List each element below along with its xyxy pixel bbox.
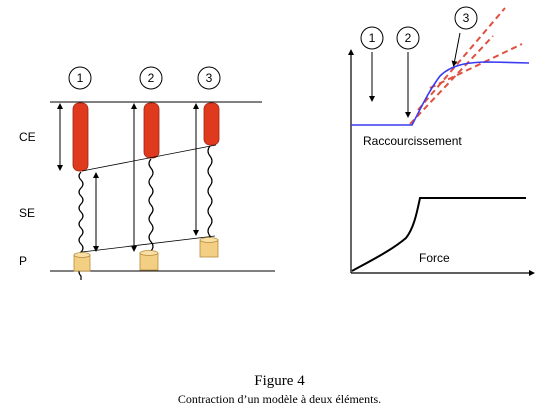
graph-marker-2: 2 [396,26,420,50]
p-load-3 [199,237,219,258]
marker-1: 1 [68,66,92,90]
ce-element-3 [203,102,220,146]
graph-marker-3: 3 [454,6,478,30]
marker-3-arrow [451,32,461,67]
left-model-diagram: 1 2 3 [50,66,275,280]
shortening-label: Raccourcissement [363,134,462,148]
ce-label: CE [19,130,36,144]
marker-2: 2 [139,66,163,90]
shortening-curve [351,61,530,126]
p-load-1 [73,252,91,272]
se-spring-2 [148,158,154,253]
se-label: SE [19,206,36,220]
figure-title: Figure 4 [254,373,305,389]
ce-element-1 [72,102,89,172]
marker-3: 3 [197,66,221,90]
marker-3-label: 3 [206,71,213,85]
tangent-dashed-3 [409,35,494,125]
force-curve [351,197,526,272]
p-load-2 [139,250,159,271]
graph-marker-3-label: 3 [463,11,470,25]
marker-1-label: 1 [77,71,84,85]
tangent-dashed-2 [429,43,523,89]
se-spring-3 [207,145,213,238]
force-label: Force [419,251,450,265]
p-label: P [19,254,28,268]
graph-marker-1-label: 1 [369,31,376,45]
graph-marker-2-label: 2 [405,31,412,45]
graph-marker-1: 1 [360,26,384,50]
ce-element-2 [143,102,160,159]
marker-2-label: 2 [148,71,155,85]
tangent-dashed-1 [417,7,506,111]
right-graph-diagram: 1 2 3 [348,6,535,276]
figure-caption: Contraction d’un modèle à deux éléments. [177,392,382,406]
se-end-guide-line [81,235,216,253]
